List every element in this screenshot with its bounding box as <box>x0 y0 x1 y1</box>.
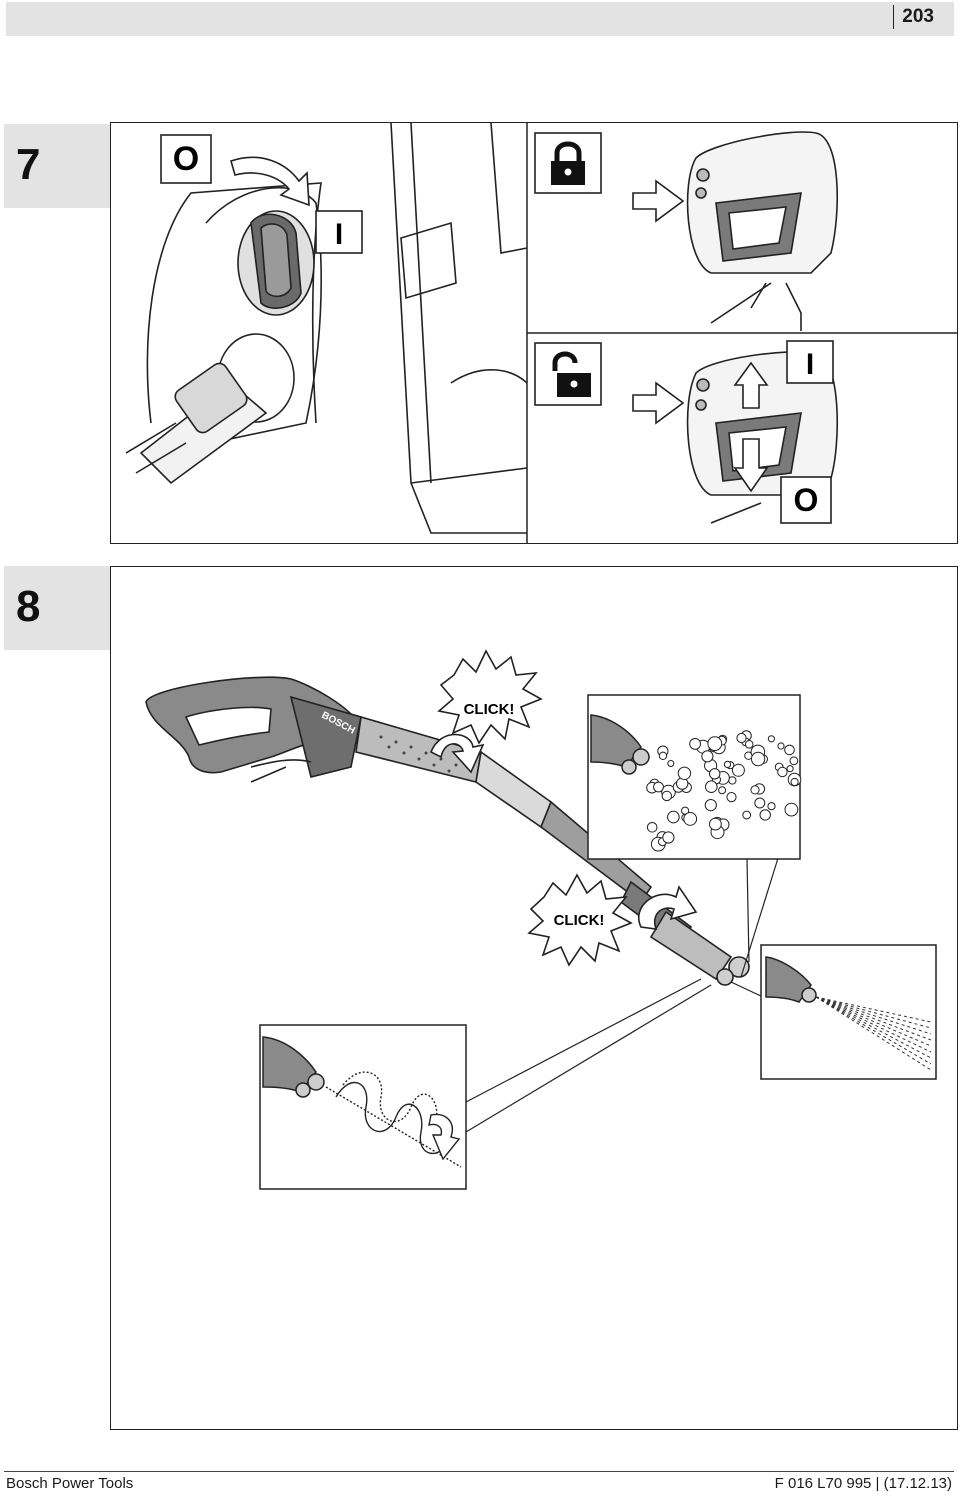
lock-open-icon <box>552 351 591 397</box>
fan-nozzle <box>765 956 817 1003</box>
footer-doc-number: F 016 L70 995 | (17.12.13) <box>774 1475 952 1492</box>
page-number: 203 <box>893 5 934 29</box>
click-label-1: CLICK! <box>464 701 515 718</box>
switch-off-symbol: O <box>173 140 199 178</box>
rotary-nozzle <box>262 1036 325 1098</box>
fan-spray-pattern <box>815 996 932 1071</box>
click-burst-2: CLICK! <box>527 873 633 967</box>
machine-body-drawing <box>125 123 528 534</box>
rotary-jet-pattern <box>325 1071 462 1168</box>
push-arrow-icon <box>632 179 685 223</box>
figure-7-tab: 7 <box>4 124 110 208</box>
figure-8-illustration: BOSCH CLICK! CLICK! <box>145 649 937 1190</box>
arrow-up-icon <box>733 361 769 409</box>
footer-divider <box>4 1471 954 1472</box>
trigger-on-symbol-box <box>786 340 834 384</box>
twist-arrow-icon <box>429 733 485 774</box>
figure-8-number: 8 <box>16 582 41 631</box>
arrow-down-icon <box>733 438 769 493</box>
trigger-gun-unlocked-drawing <box>686 350 839 524</box>
trigger-off-symbol: O <box>794 482 819 518</box>
switch-on-symbol-box <box>315 210 363 254</box>
switch-on-symbol: I <box>335 218 343 251</box>
rotate-arrow-icon <box>230 156 310 207</box>
twist-arrow-icon <box>638 885 698 930</box>
trigger-gun-locked-drawing <box>686 131 839 331</box>
rotation-arrow-icon <box>428 1113 461 1161</box>
trigger-on-symbol: I <box>806 348 814 381</box>
push-arrow-icon <box>632 381 685 425</box>
foam-nozzle <box>590 714 650 775</box>
spray-gun-drawing <box>145 676 750 986</box>
click-label-2: CLICK! <box>554 912 605 929</box>
lock-closed-icon <box>551 141 585 185</box>
figure-8-tab: 8 <box>4 566 110 650</box>
figure-7-illustration: O I <box>125 123 957 543</box>
trigger-off-symbol-box <box>780 476 832 524</box>
figure-7-number: 7 <box>16 140 41 189</box>
foam-bubbles <box>646 730 802 852</box>
figure-7-panel: O I <box>110 122 958 544</box>
switch-off-symbol-box <box>160 134 212 184</box>
header-bar <box>6 2 954 36</box>
click-burst-1: CLICK! <box>437 649 543 745</box>
grip-dots <box>379 735 458 773</box>
inset-foam-spray <box>587 694 801 860</box>
footer-brand: Bosch Power Tools <box>6 1475 134 1492</box>
figure-8-panel: BOSCH CLICK! CLICK! <box>110 566 958 1430</box>
